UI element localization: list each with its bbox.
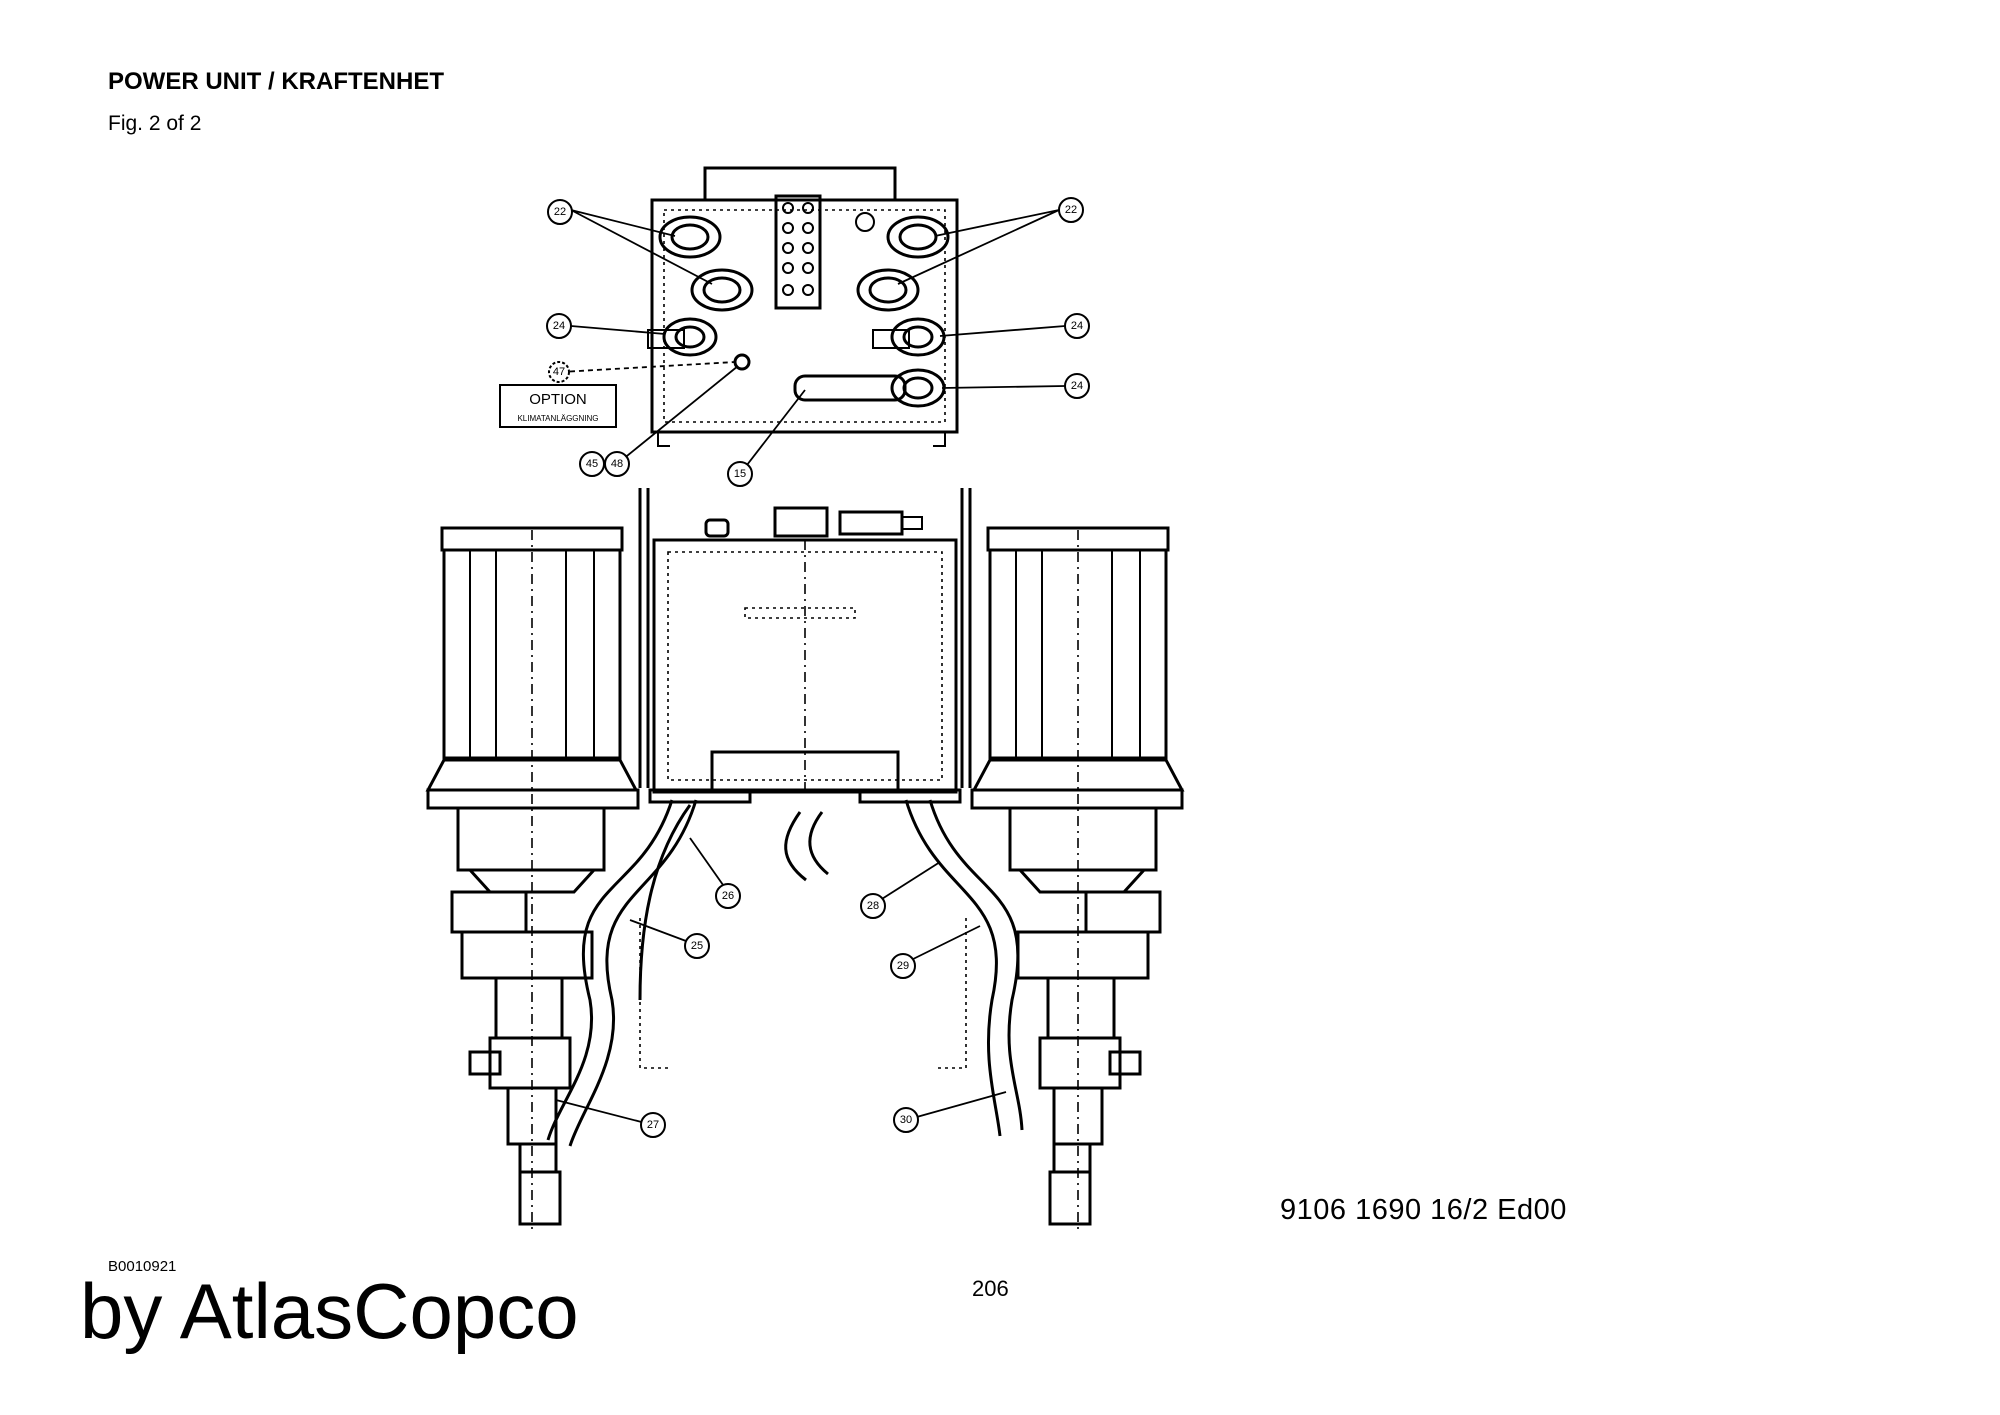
svg-text:27: 27 bbox=[647, 1119, 659, 1131]
callout-47: 47 bbox=[548, 361, 570, 383]
top-view bbox=[647, 166, 959, 447]
callout-24-right-upper: 24 bbox=[1064, 313, 1090, 339]
svg-text:47: 47 bbox=[553, 366, 565, 378]
callout-30: 30 bbox=[893, 1107, 919, 1133]
svg-text:29: 29 bbox=[897, 960, 909, 972]
svg-text:30: 30 bbox=[900, 1114, 912, 1126]
page-number: 206 bbox=[972, 1276, 1009, 1301]
svg-text:24: 24 bbox=[1071, 380, 1083, 392]
option-label: OPTION bbox=[529, 391, 587, 408]
page-title: POWER UNIT / KRAFTENHET bbox=[108, 68, 444, 95]
brand-footer: by AtlasCopco bbox=[80, 1267, 579, 1355]
callout-28: 28 bbox=[860, 893, 886, 919]
callout-24-right-lower: 24 bbox=[1064, 373, 1090, 399]
svg-text:24: 24 bbox=[553, 320, 565, 332]
svg-text:24: 24 bbox=[1071, 320, 1083, 332]
callout-24-left: 24 bbox=[546, 313, 572, 339]
callout-22-right: 22 bbox=[1058, 197, 1084, 223]
callout-25: 25 bbox=[684, 933, 710, 959]
callout-48: 48 bbox=[604, 451, 630, 477]
callout-45: 45 bbox=[579, 451, 605, 477]
leader-lines bbox=[555, 209, 1066, 1126]
callout-22-left: 22 bbox=[547, 199, 573, 225]
svg-text:25: 25 bbox=[691, 940, 703, 952]
callout-29: 29 bbox=[890, 953, 916, 979]
drawing-number: 9106 1690 16/2 Ed00 bbox=[1280, 1194, 1567, 1226]
svg-text:45: 45 bbox=[586, 458, 598, 470]
callout-27: 27 bbox=[640, 1112, 666, 1138]
svg-text:28: 28 bbox=[867, 900, 879, 912]
svg-text:15: 15 bbox=[734, 468, 746, 480]
svg-text:22: 22 bbox=[554, 206, 566, 218]
svg-text:26: 26 bbox=[722, 890, 734, 902]
option-sublabel: KLIMATANLÄGGNING bbox=[517, 414, 598, 423]
document-id: B0010921 bbox=[108, 1258, 177, 1275]
svg-text:48: 48 bbox=[611, 458, 623, 470]
option-label-box: OPTION KLIMATANLÄGGNING bbox=[499, 384, 617, 428]
figure-number: Fig. 2 of 2 bbox=[108, 112, 202, 135]
front-view bbox=[425, 488, 1185, 1230]
callout-26: 26 bbox=[715, 883, 741, 909]
callout-15: 15 bbox=[727, 461, 753, 487]
svg-text:22: 22 bbox=[1065, 204, 1077, 216]
